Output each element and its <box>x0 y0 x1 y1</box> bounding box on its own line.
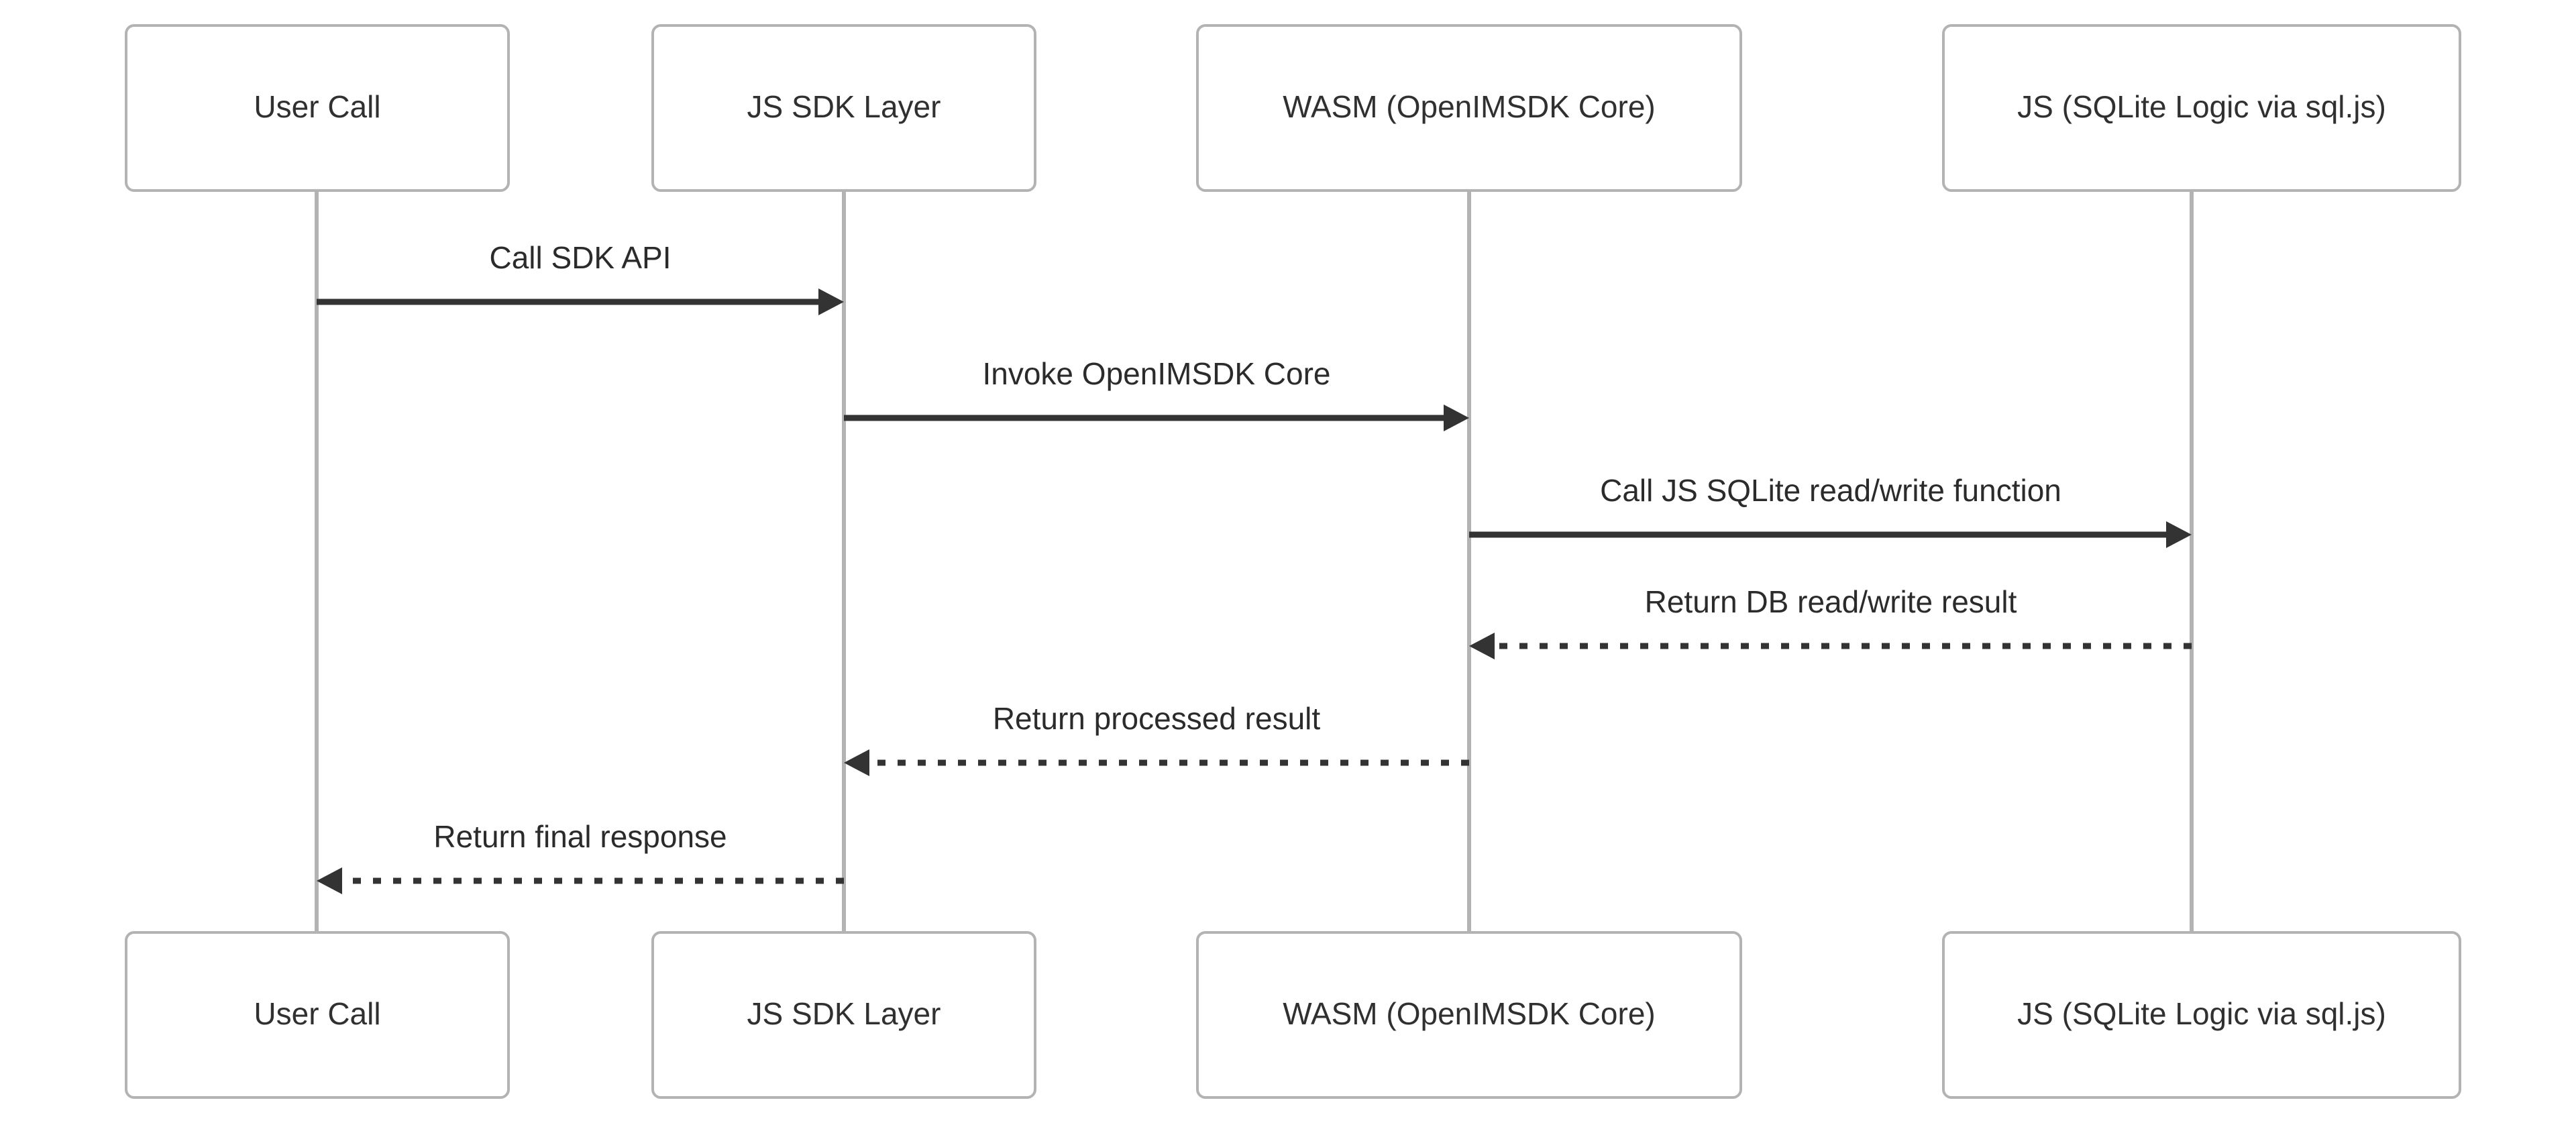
participant-label: User Call <box>254 996 380 1031</box>
arrow-head-icon <box>1444 405 1469 431</box>
participant-boxes-top: User Call JS SDK Layer WASM (OpenIMSDK Cor… <box>125 24 2461 192</box>
arrow-head-icon <box>2166 521 2192 548</box>
message-invoke-openimsdk-core[interactable]: Invoke OpenIMSDK Core <box>844 356 1469 431</box>
participant-box-wasm-core-bottom[interactable]: WASM (OpenIMSDK Core) <box>1196 931 1742 1099</box>
arrow-head-icon <box>1469 633 1495 659</box>
participant-box-rect <box>1942 24 2461 192</box>
message-label: Invoke OpenIMSDK Core <box>982 356 1330 391</box>
participant-box-rect <box>1196 24 1742 192</box>
participant-box-rect <box>125 24 510 192</box>
arrow-head-icon <box>818 288 844 315</box>
message-label: Return DB read/write result <box>1645 584 2017 619</box>
participant-box-js-sqlite-top[interactable]: JS (SQLite Logic via sql.js) <box>1942 24 2461 192</box>
participant-box-rect <box>125 931 510 1099</box>
participant-box-rect <box>1196 931 1742 1099</box>
participant-label: JS (SQLite Logic via sql.js) <box>2017 89 2386 124</box>
participant-box-wasm-core-top[interactable]: WASM (OpenIMSDK Core) <box>1196 24 1742 192</box>
participant-box-rect <box>651 24 1036 192</box>
message-return-db-read-write-result[interactable]: Return DB read/write result <box>1469 584 2192 659</box>
message-return-processed-result[interactable]: Return processed result <box>844 701 1469 776</box>
arrow-head-icon <box>844 749 869 776</box>
participant-box-rect <box>1942 931 2461 1099</box>
participant-box-js-sdk-layer-bottom[interactable]: JS SDK Layer <box>651 931 1036 1099</box>
participant-box-js-sqlite-bottom[interactable]: JS (SQLite Logic via sql.js) <box>1942 931 2461 1099</box>
participant-box-user-call-top[interactable]: User Call <box>125 24 510 192</box>
message-label: Call SDK API <box>490 240 672 275</box>
message-call-js-sqlite-read-write-function[interactable]: Call JS SQLite read/write function <box>1469 473 2192 548</box>
message-label: Return processed result <box>993 701 1321 736</box>
message-call-sdk-api[interactable]: Call SDK API <box>317 240 844 315</box>
participant-label: WASM (OpenIMSDK Core) <box>1283 996 1656 1031</box>
arrow-head-icon <box>317 867 342 894</box>
participant-label: JS SDK Layer <box>747 996 941 1031</box>
message-label: Call JS SQLite read/write function <box>1600 473 2061 508</box>
participant-label: JS SDK Layer <box>747 89 941 124</box>
participant-label: User Call <box>254 89 380 124</box>
lifelines-group <box>315 191 2194 932</box>
participant-label: WASM (OpenIMSDK Core) <box>1283 89 1656 124</box>
participant-box-user-call-bottom[interactable]: User Call <box>125 931 510 1099</box>
participant-boxes-bottom: User Call JS SDK Layer WASM (OpenIMSDK Cor… <box>125 931 2461 1099</box>
participant-box-js-sdk-layer-top[interactable]: JS SDK Layer <box>651 24 1036 192</box>
participant-label: JS (SQLite Logic via sql.js) <box>2017 996 2386 1031</box>
message-label: Return final response <box>433 819 727 854</box>
message-return-final-response[interactable]: Return final response <box>317 819 844 894</box>
participant-box-rect <box>651 931 1036 1099</box>
